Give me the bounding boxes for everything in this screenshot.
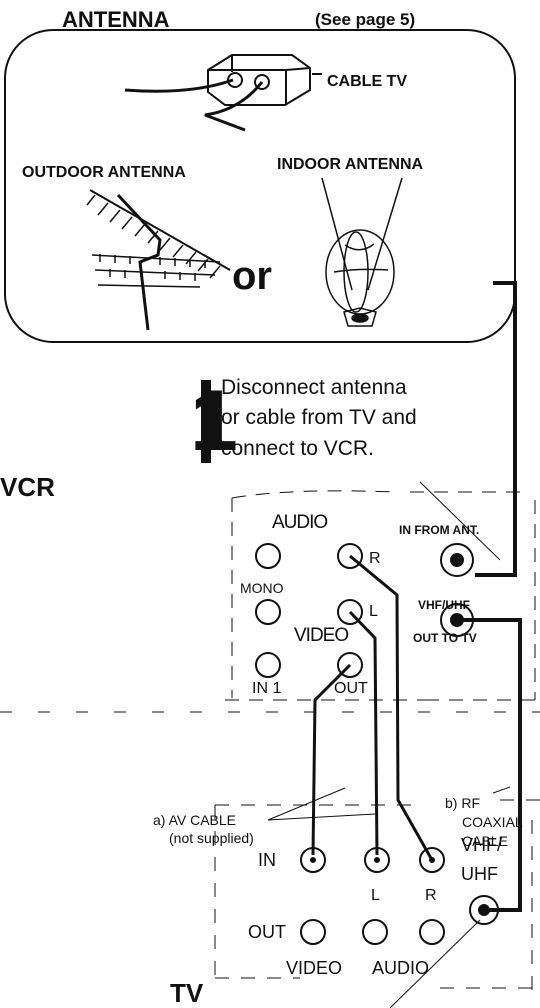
vcr-video-label: VIDEO [294, 625, 349, 646]
vcr-l-label: L [369, 603, 378, 620]
tv-l-label: L [371, 887, 380, 904]
in-from-ant-label: IN FROM ANT. [399, 523, 480, 537]
vcr-vhf-uhf-label: VHF/UHF [418, 598, 470, 612]
tv-uhf-label: UHF [461, 864, 498, 884]
cable-tv-label: CABLE TV [327, 73, 407, 90]
av-cable-label: a) AV CABLE [153, 812, 237, 828]
vcr-panel-outline [225, 490, 536, 701]
tv-in-label: IN [258, 850, 276, 870]
cable-tv-splitter-icon [124, 54, 322, 132]
step-pointer-line [419, 481, 501, 561]
rf-cable-label: CABLE [462, 833, 508, 849]
outdoor-antenna-label: OUTDOOR ANTENNA [22, 164, 186, 181]
label-pointers [267, 786, 511, 1008]
rf-label: b) RF [445, 795, 480, 811]
tv-jacks [300, 847, 499, 945]
tv-video-label: VIDEO [286, 958, 343, 978]
outdoor-antenna-icon [86, 189, 231, 331]
vcr-label: VCR [0, 472, 55, 502]
av-cables [311, 554, 434, 861]
or-label: or [232, 254, 272, 298]
out-to-tv-label: OUT TO TV [413, 631, 477, 645]
indoor-antenna-label: INDOOR ANTENNA [277, 156, 424, 173]
rf-coaxial-label: COAXIAL [462, 814, 523, 830]
step-line-3: connect to VCR. [221, 437, 374, 460]
tv-vhf-label: VHF/ [461, 835, 503, 855]
vcr-r-label: R [369, 550, 381, 567]
step-number: 1 [190, 373, 238, 469]
rf-coaxial-cable [457, 618, 522, 912]
tv-out-label: OUT [248, 922, 286, 942]
tv-label: TV [170, 978, 204, 1008]
antenna-lead-cable [475, 281, 517, 577]
tv-audio-label: AUDIO [372, 958, 430, 978]
step-line-1: Disconnect antenna [221, 376, 407, 399]
av-cable-note: (not supplied) [169, 830, 254, 846]
vcr-in1-label: IN 1 [252, 680, 282, 697]
step-line-2: or cable from TV and [221, 406, 417, 429]
vcr-audio-label: AUDIO [272, 512, 328, 533]
tv-panel-outline [214, 799, 540, 990]
indoor-antenna-icon [321, 177, 403, 327]
vcr-mono-label: MONO [240, 580, 284, 596]
tv-r-label: R [425, 887, 437, 904]
antenna-title: ANTENNA [62, 7, 170, 32]
page-reference: (See page 5) [315, 10, 416, 29]
vcr-out-label: OUT [334, 680, 368, 697]
antenna-box [4, 29, 516, 343]
step-number-bar [201, 380, 211, 463]
